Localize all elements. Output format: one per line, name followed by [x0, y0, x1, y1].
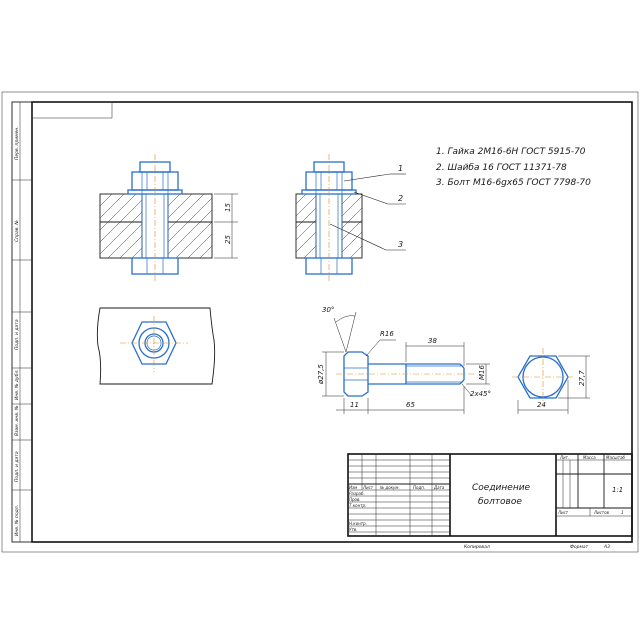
tb-scale-label: Масштаб: [606, 455, 626, 460]
plate-top-view: [96, 307, 216, 385]
dim-radius: R16: [380, 330, 394, 338]
tb-row-ncontrol: Н.контр.: [349, 521, 367, 526]
dim-length: 65: [406, 401, 415, 409]
dim-across-flats: 24: [537, 401, 546, 409]
dim-thread: М16: [478, 365, 486, 380]
dim-across-corners: 27,7: [578, 370, 586, 386]
title-block: Изм Лист № докум. Подп. Дата Разраб. Про…: [347, 453, 633, 550]
tb-scale-value: 1:1: [612, 486, 623, 494]
spec-item-1: 1. Гайка 2М16-6Н ГОСТ 5915-70: [436, 147, 586, 157]
dim-head-diameter: ø27,5: [317, 364, 325, 385]
side-label-3: Подп. и дата: [14, 319, 20, 350]
assembly-left: 15 25: [99, 154, 238, 282]
top-corner-box: [31, 101, 113, 119]
spec-item-3: 3. Болт М16-6gх65 ГОСТ 7798-70: [436, 178, 591, 188]
bolt-head-view: 24 27,7: [512, 348, 590, 414]
tb-mass-label: Масса: [583, 455, 596, 460]
tb-header-doc: № докум.: [379, 485, 400, 490]
outer-border: [1, 91, 639, 553]
callout-1: 1: [398, 164, 403, 173]
tb-row-checker: Пров.: [349, 497, 361, 502]
side-label-4: Инв. № дубл.: [14, 369, 20, 400]
dim-upper: 15: [224, 203, 232, 212]
side-label-7: Инв. № подл.: [14, 505, 20, 536]
tb-header-izm: Изм: [349, 485, 357, 490]
side-label-2: Справ. №: [14, 220, 20, 242]
tb-name-line1: Соединение: [472, 483, 531, 493]
side-label-5: Взам. инв. №: [14, 405, 20, 436]
dim-thread-length: 38: [428, 337, 437, 345]
side-strip: Перв. примен. Справ. № Подп. и дата Инв.…: [11, 101, 33, 543]
side-label-1: Перв. примен.: [14, 126, 20, 160]
tb-row-tcontrol: Т.контр.: [349, 503, 366, 508]
dim-lower: 25: [224, 235, 232, 244]
tb-format-label: Формат: [570, 544, 589, 550]
assembly-right: 1 2 3: [295, 154, 406, 282]
callout-2: 2: [398, 194, 403, 203]
tb-format-value: А3: [603, 544, 610, 550]
tb-row-approved: Утв.: [349, 527, 357, 532]
bolt-detail: 30° R16 38 ø27,5 М16 2х45° 11 65: [317, 306, 491, 414]
tb-copied: Копировал: [464, 544, 490, 550]
dim-head-height: 11: [350, 401, 359, 409]
tb-row-developer: Разраб.: [349, 491, 365, 496]
callout-3: 3: [398, 240, 403, 249]
dim-angle: 30°: [322, 306, 334, 314]
tb-name-line2: болтовое: [478, 497, 522, 507]
tb-header-sign: Подп.: [413, 485, 425, 490]
tb-sheet-label: Лист: [557, 510, 569, 515]
tb-lit-label: Лит.: [559, 455, 569, 460]
tb-header-date: Дата: [433, 485, 445, 490]
spec-item-2: 2. Шайба 16 ГОСТ 11371-78: [436, 163, 567, 173]
tb-sheets-value: 1: [621, 510, 624, 515]
tb-header-list: Лист: [362, 485, 374, 490]
side-label-6: Подп. и дата: [14, 451, 20, 482]
dim-chamfer: 2х45°: [470, 390, 491, 398]
tb-sheets-label: Листов: [593, 510, 610, 515]
spec-list: 1. Гайка 2М16-6Н ГОСТ 5915-70 2. Шайба 1…: [436, 147, 591, 188]
